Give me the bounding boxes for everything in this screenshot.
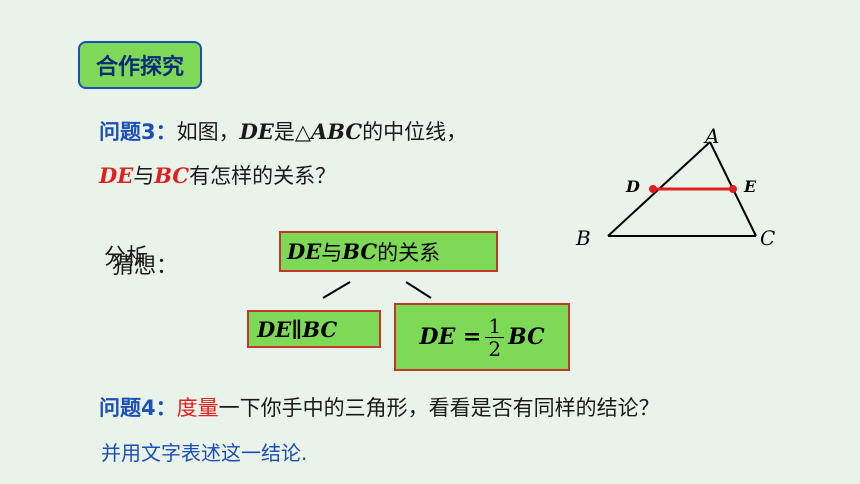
question3-text-b: 是△ [273,120,311,144]
point-e [729,185,737,193]
question4-line1: 问题4：度量一下你手中的三角形，看看是否有同样的结论？ [99,392,660,422]
branch-left [322,281,351,299]
label-e: E [744,177,757,196]
label-c: C [760,226,776,250]
relation-de: DE [287,239,322,264]
fraction-denominator: 2 [488,336,502,361]
question3-line2: DE与BC有怎样的关系？ [99,160,336,190]
question4-line2: 并用文字表述这一结论. [101,441,308,465]
label-b: B [576,226,591,250]
half-left: DE = [419,324,482,350]
parallel-text: DE∥BC [257,316,338,342]
question3-tail: 有怎样的关系？ [189,164,337,188]
half-length-box: DE = 1 2 BC [394,303,570,371]
question3-text-a: 如图， [176,120,240,144]
question3-line1: 问题3：如图，DE是△ABC的中位线， [99,116,467,146]
question3-triangle-abc: ABC [311,119,363,144]
half-right: BC [508,324,545,350]
question3-text-c: 的中位线， [362,120,468,144]
analysis-label: 分析 [104,245,149,270]
label-a: A [705,124,720,148]
branch-right [405,281,432,299]
question4-text: 一下你手中的三角形，看看是否有同样的结论？ [218,396,660,420]
question4-highlight: 度量 [176,396,219,420]
triangle-figure [607,141,757,237]
relation-tail: 的关系 [377,240,441,265]
fraction-numerator: 1 [485,315,505,338]
point-d [649,185,657,193]
question3-label: 问题3： [99,120,177,144]
relation-bc: BC [342,239,378,264]
relation-mid: 与 [321,240,343,265]
section-tag: 合作探究 [78,41,202,89]
section-tag-label: 合作探究 [95,55,184,80]
question3-seg-de: DE [239,119,274,144]
question3-mid: 与 [133,164,155,188]
guess-label: 猜想： [112,254,179,279]
question4-label: 问题4： [99,396,177,420]
parallel-box: DE∥BC [247,310,381,348]
question3-seg-de-red: DE [99,163,134,188]
label-d: D [626,177,640,196]
branch-lines [322,281,432,299]
fraction-one-half: 1 2 [485,315,505,361]
question3-seg-bc-red: BC [154,163,190,188]
